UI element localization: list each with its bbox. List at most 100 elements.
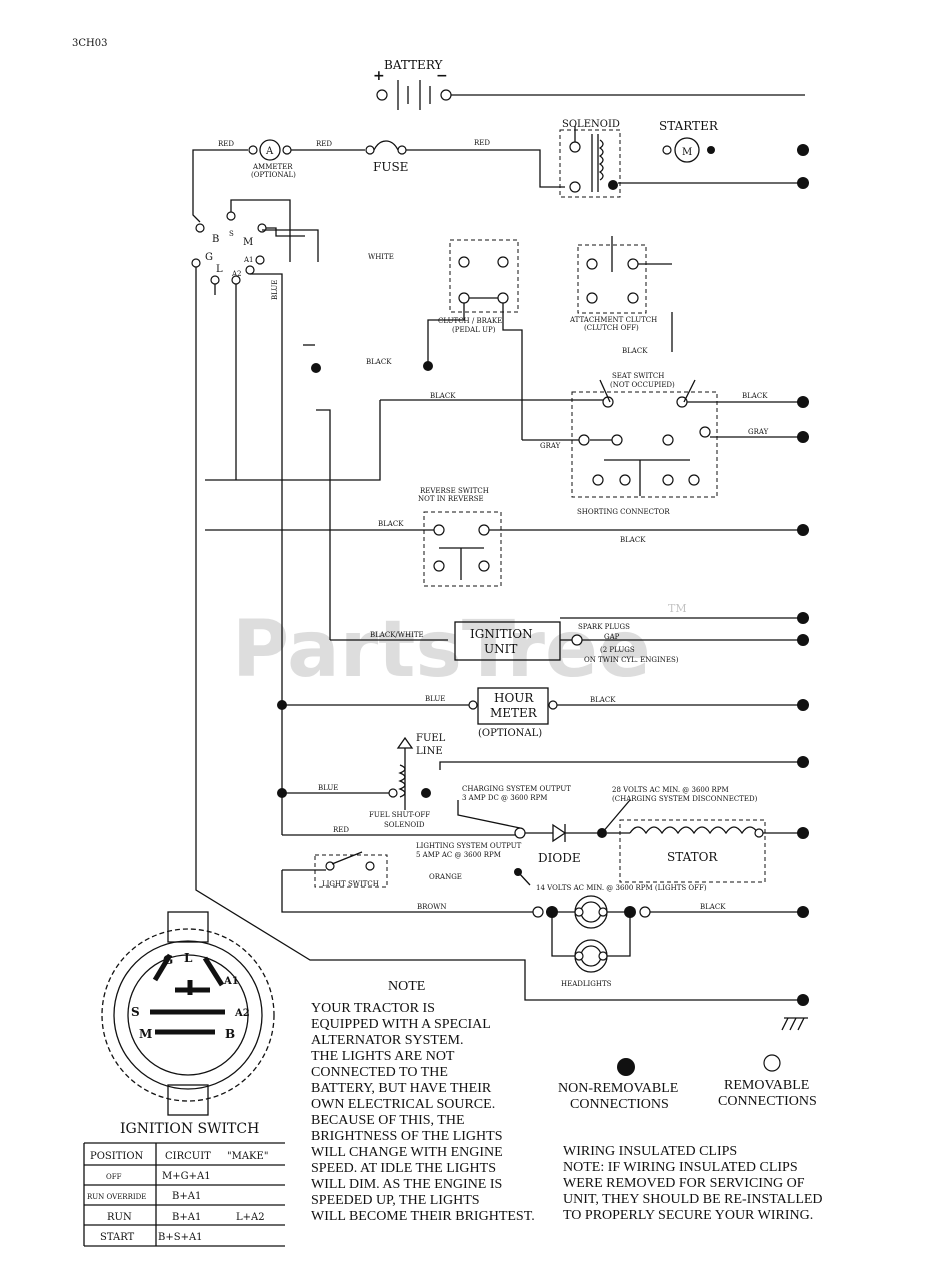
hour-meter-label-1: HOUR: [494, 691, 534, 705]
svg-text:WERE REMOVED FOR SERVICING OF: WERE REMOVED FOR SERVICING OF: [563, 1176, 805, 1191]
battery-plus-sign: +: [373, 68, 385, 84]
svg-text:WILL BECOME THEIR BRIGHTEST.: WILL BECOME THEIR BRIGHTEST.: [311, 1209, 535, 1224]
ignition-position-table: POSITION CIRCUIT "MAKE" OFF M+G+A1 RUN O…: [83, 1142, 285, 1247]
svg-text:WIRING INSULATED CLIPS: WIRING INSULATED CLIPS: [563, 1144, 737, 1159]
ammeter-symbol: A: [265, 146, 274, 157]
solenoid-label: SOLENOID: [562, 119, 620, 130]
diagram-code: 3CH03: [72, 38, 107, 49]
svg-text:OWN ELECTRICAL SOURCE.: OWN ELECTRICAL SOURCE.: [311, 1097, 495, 1112]
svg-text:M+G+A1: M+G+A1: [162, 1171, 211, 1182]
starter: STARTER M: [659, 119, 719, 163]
ground-symbol: [781, 1017, 808, 1031]
watermark-tm: TM: [668, 602, 687, 615]
table-header-circuit: CIRCUIT: [165, 1151, 211, 1162]
hour-meter-label-2: METER: [490, 706, 538, 720]
light-switch: LIGHT SWITCH: [314, 851, 388, 888]
svg-text:A1: A1: [223, 976, 239, 987]
wire-label-black-white: BLACK/WHITE: [370, 631, 424, 639]
spark-note-1: (2 PLUGS: [600, 646, 635, 654]
svg-text:NOTE: IF WIRING INSULATED CLIP: NOTE: IF WIRING INSULATED CLIPS: [563, 1160, 798, 1175]
svg-text:ALTERNATOR SYSTEM.: ALTERNATOR SYSTEM.: [311, 1033, 463, 1048]
spark-plug: [571, 634, 583, 646]
svg-text:BECAUSE OF THIS, THE: BECAUSE OF THIS, THE: [311, 1113, 465, 1128]
alternator-note: NOTE YOUR TRACTOR IS EQUIPPED WITH A SPE…: [311, 979, 535, 1224]
svg-text:L+A2: L+A2: [236, 1212, 265, 1223]
svg-text:B+A1: B+A1: [172, 1191, 201, 1202]
fuel-solenoid-label-2: SOLENOID: [384, 821, 425, 829]
note-title: NOTE: [388, 979, 425, 994]
battery: BATTERY + −: [373, 58, 805, 110]
svg-text:A2: A2: [231, 270, 242, 278]
volts-14-label: 14 VOLTS AC MIN. @ 3600 RPM (LIGHTS OFF): [536, 884, 707, 892]
reverse-switch-sub: NOT IN REVERSE: [418, 495, 484, 503]
lighting-output-label-1: LIGHTING SYSTEM OUTPUT: [416, 842, 522, 850]
fuel-line-label-2: LINE: [416, 746, 443, 757]
wire-label-black-8: BLACK: [700, 903, 726, 911]
wire-label-red-3: RED: [474, 139, 490, 147]
svg-text:TO PROPERLY SECURE YOUR WIRING: TO PROPERLY SECURE YOUR WIRING.: [563, 1208, 813, 1223]
wire-label-black-3: BLACK: [430, 392, 456, 400]
removable-symbol: [763, 1054, 781, 1072]
spark-gap-label: GAP: [604, 633, 620, 641]
svg-text:B: B: [212, 234, 219, 245]
starter-symbol: M: [682, 147, 692, 158]
fuel-solenoid-label-1: FUEL SHUT-OFF: [369, 811, 430, 819]
wire-label-blue-2: BLUE: [425, 695, 445, 703]
svg-text:WILL DIM. AS THE ENGINE IS: WILL DIM. AS THE ENGINE IS: [311, 1177, 502, 1192]
table-row: RUN: [107, 1212, 132, 1223]
svg-text:CONNECTIONS: CONNECTIONS: [570, 1097, 669, 1112]
wire-label-orange: ORANGE: [429, 873, 462, 881]
ignition-unit-label-2: UNIT: [484, 642, 517, 656]
table-row: OFF: [106, 1173, 122, 1181]
ammeter-optional: (OPTIONAL): [251, 171, 296, 179]
svg-text:G: G: [205, 252, 213, 263]
connection-solenoid-out: [797, 177, 809, 189]
wire-label-red-1: RED: [218, 140, 234, 148]
wire-label-black-6: BLACK: [620, 536, 646, 544]
charging-output-label-1: CHARGING SYSTEM OUTPUT: [462, 785, 571, 793]
seat-switch-label: SEAT SWITCH: [612, 372, 664, 380]
svg-text:REMOVABLE: REMOVABLE: [724, 1078, 809, 1093]
svg-text:THE LIGHTS ARE NOT: THE LIGHTS ARE NOT: [311, 1049, 455, 1064]
wire-label-black-4: BLACK: [742, 392, 768, 400]
volts-28-label-1: 28 VOLTS AC MIN. @ 3600 RPM: [612, 786, 729, 794]
lighting-output-label-2: 5 AMP AC @ 3600 RPM: [416, 851, 501, 859]
svg-text:NON-REMOVABLE: NON-REMOVABLE: [558, 1081, 678, 1096]
fuse-label: FUSE: [373, 160, 408, 174]
fuel-shutoff-solenoid: FUEL LINE FUEL SHUT-OFF SOLENOID: [369, 733, 446, 829]
svg-text:CONNECTED TO THE: CONNECTED TO THE: [311, 1065, 448, 1080]
volts-28-label-2: (CHARGING SYSTEM DISCONNECTED): [612, 795, 758, 803]
wire-label-blue-vertical: BLUE: [271, 280, 279, 300]
svg-text:B: B: [225, 1027, 235, 1041]
spark-plugs-label: SPARK PLUGS: [578, 623, 630, 631]
spark-note-2: ON TWIN CYL. ENGINES): [584, 656, 679, 664]
svg-text:YOUR TRACTOR IS: YOUR TRACTOR IS: [311, 1001, 435, 1016]
svg-text:G: G: [163, 953, 173, 967]
svg-text:B+A1: B+A1: [172, 1212, 201, 1223]
svg-text:A1: A1: [243, 256, 254, 264]
ammeter: A AMMETER (OPTIONAL): [248, 139, 296, 179]
charging-output-label-2: 3 AMP DC @ 3600 RPM: [462, 794, 547, 802]
non-removable-symbol: [617, 1058, 635, 1076]
charging-output-terminal: [514, 827, 526, 839]
wire-label-black-1: BLACK: [622, 347, 648, 355]
headlights-label: HEADLIGHTS: [561, 980, 612, 988]
wire-label-red-2: RED: [316, 140, 332, 148]
stator: STATOR: [619, 819, 766, 883]
seat-switch: SEAT SWITCH (NOT OCCUPIED) SHORTING CONN…: [571, 372, 718, 516]
solenoid: SOLENOID: [559, 119, 621, 198]
watermark: PartsTree: [232, 605, 651, 695]
ignition-switch-terminals: B S M G L A1 A2: [191, 211, 267, 285]
wire-label-red-4: RED: [333, 826, 349, 834]
ignition-unit-label-1: IGNITION: [470, 627, 533, 641]
insulated-clips-note: WIRING INSULATED CLIPS NOTE: IF WIRING I…: [563, 1144, 823, 1223]
fuel-line-label-1: FUEL: [416, 733, 446, 744]
ignition-switch-face: G L A1 S A2 M B: [101, 911, 275, 1116]
shorting-connector-label: SHORTING CONNECTOR: [577, 508, 670, 516]
table-row: START: [100, 1232, 135, 1243]
wire-label-white: WHITE: [368, 253, 394, 261]
svg-text:EQUIPPED WITH A SPECIAL: EQUIPPED WITH A SPECIAL: [311, 1017, 491, 1032]
fuse: FUSE: [365, 140, 408, 174]
svg-text:CONNECTIONS: CONNECTIONS: [718, 1094, 817, 1109]
